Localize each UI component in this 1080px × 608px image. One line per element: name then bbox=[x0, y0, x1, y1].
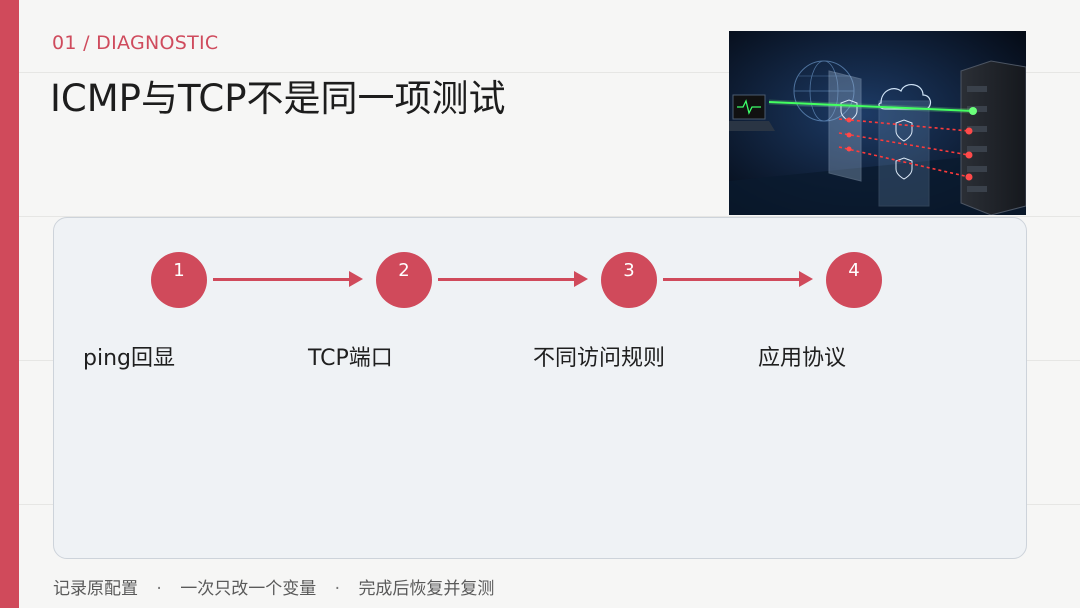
slide-title: ICMP与TCP不是同一项测试 bbox=[50, 77, 506, 120]
section-kicker: 01 / DIAGNOSTIC bbox=[52, 32, 219, 54]
arrow-right-icon bbox=[438, 271, 588, 287]
footer-separator: · bbox=[156, 579, 162, 599]
laptop-icon bbox=[729, 94, 775, 131]
footer-separator: · bbox=[334, 579, 341, 599]
step-label-1: ping回显 bbox=[83, 346, 175, 371]
step-label-4: 应用协议 bbox=[758, 346, 847, 371]
firewall-icon bbox=[828, 70, 862, 182]
hero-illustration bbox=[729, 31, 1026, 215]
footer-item-1: 记录原配置 bbox=[53, 579, 138, 599]
network-diagnostic-illustration bbox=[729, 31, 1026, 215]
step-circle-4: 4 bbox=[826, 252, 882, 308]
footer-item-3: 完成后恢复并复测 bbox=[358, 579, 495, 599]
step-label-2: TCP端口 bbox=[308, 346, 393, 371]
divider-line bbox=[19, 216, 1080, 217]
step-circle-3: 3 bbox=[601, 252, 657, 308]
arrow-right-icon bbox=[213, 271, 363, 287]
footer-checklist: 记录原配置 · 一次只改一个变量 · 完成后恢复并复测 bbox=[53, 574, 494, 599]
step-circle-2: 2 bbox=[376, 252, 432, 308]
server-rack-icon bbox=[960, 60, 1026, 215]
step-label-3: 不同访问规则 bbox=[533, 346, 666, 371]
footer-item-2: 一次只改一个变量 bbox=[180, 579, 317, 599]
cloud-shield-icon bbox=[878, 84, 932, 207]
divider-line bbox=[19, 72, 1080, 73]
accent-bar bbox=[0, 0, 19, 608]
step-circle-1: 1 bbox=[151, 252, 207, 308]
arrow-right-icon bbox=[663, 271, 813, 287]
